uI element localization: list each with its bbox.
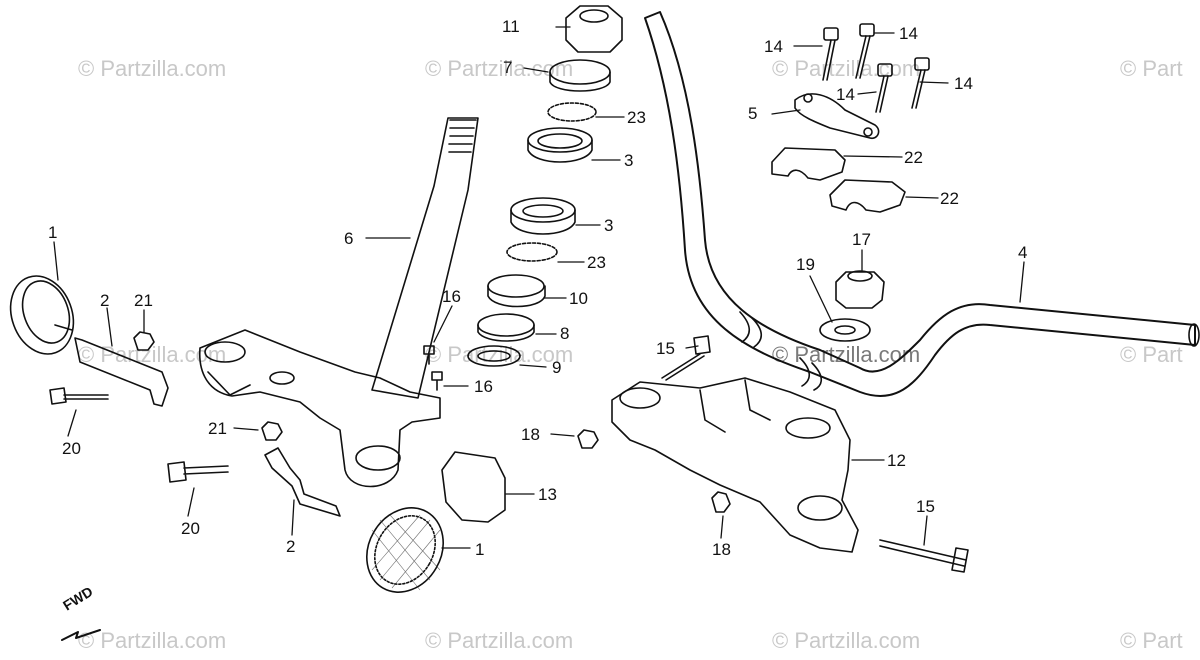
callout-14[interactable]: 14 xyxy=(764,37,783,56)
watermark: © Partzilla.com xyxy=(425,56,574,81)
steel-balls-upper xyxy=(547,102,597,122)
bottom-bridge xyxy=(198,329,441,488)
callout-16[interactable]: 16 xyxy=(442,287,461,306)
callout-4[interactable]: 4 xyxy=(1018,243,1028,262)
bolts-14 xyxy=(822,23,930,113)
callout-1[interactable]: 1 xyxy=(48,223,58,242)
bolt-15-lower xyxy=(879,539,969,573)
holder-plate xyxy=(794,93,880,140)
watermark: © Partzilla.com xyxy=(772,56,921,81)
callout-20[interactable]: 20 xyxy=(181,519,200,538)
callout-16[interactable]: 16 xyxy=(474,377,493,396)
reflector-left xyxy=(9,275,75,355)
callout-13[interactable]: 13 xyxy=(538,485,557,504)
watermark: © Part xyxy=(1120,56,1183,81)
bolt-16-upper xyxy=(423,345,435,365)
callout-17[interactable]: 17 xyxy=(852,230,871,249)
callout-14[interactable]: 14 xyxy=(899,24,918,43)
watermark: © Part xyxy=(1120,342,1183,367)
callout-12[interactable]: 12 xyxy=(887,451,906,470)
watermark: © Partzilla.com xyxy=(78,56,227,81)
nut-21-lower xyxy=(261,421,283,441)
callout-7[interactable]: 7 xyxy=(503,58,513,77)
upper-holder-2 xyxy=(829,179,906,213)
callout-15[interactable]: 15 xyxy=(656,339,675,358)
watermark: © Partzilla.com xyxy=(78,342,227,367)
leader-lines xyxy=(53,26,1025,549)
callout-1[interactable]: 1 xyxy=(475,540,485,559)
callout-2[interactable]: 2 xyxy=(100,291,110,310)
callout-20[interactable]: 20 xyxy=(62,439,81,458)
callout-18[interactable]: 18 xyxy=(712,540,731,559)
callout-10[interactable]: 10 xyxy=(569,289,588,308)
callout-19[interactable]: 19 xyxy=(796,255,815,274)
handlebar-clamp-bands xyxy=(739,311,823,391)
washer-9 xyxy=(467,345,521,367)
nut-21-left xyxy=(133,331,155,351)
ball-race-bottom-upper xyxy=(510,197,576,223)
bolt-20-left xyxy=(49,387,109,405)
washer xyxy=(819,318,871,342)
callout-2[interactable]: 2 xyxy=(286,537,296,556)
callout-9[interactable]: 9 xyxy=(552,358,562,377)
callout-3[interactable]: 3 xyxy=(604,216,614,235)
nut-18-lower xyxy=(711,491,731,513)
callout-14[interactable]: 14 xyxy=(954,74,973,93)
watermark: © Part xyxy=(1120,628,1183,653)
callout-23[interactable]: 23 xyxy=(587,253,606,272)
steel-balls-lower xyxy=(506,242,558,262)
callout-22[interactable]: 22 xyxy=(904,148,923,167)
bracket-lower xyxy=(264,447,341,517)
cap-nut xyxy=(835,271,885,309)
bolt-15-upper xyxy=(661,335,711,381)
top-bridge xyxy=(611,377,859,553)
bolt-20-lower xyxy=(167,461,229,483)
callout-23[interactable]: 23 xyxy=(627,108,646,127)
bracket-left xyxy=(74,337,169,407)
handlebar-end xyxy=(1188,323,1200,347)
watermark: © Partzilla.com xyxy=(78,628,227,653)
upper-holder-1 xyxy=(771,147,846,181)
dust-seal xyxy=(477,313,535,337)
callout-22[interactable]: 22 xyxy=(940,189,959,208)
nut-18-upper xyxy=(577,429,599,449)
callout-21[interactable]: 21 xyxy=(134,291,153,310)
callout-8[interactable]: 8 xyxy=(560,324,570,343)
callout-18[interactable]: 18 xyxy=(521,425,540,444)
top-thread-nut xyxy=(565,5,623,53)
callout-6[interactable]: 6 xyxy=(344,229,354,248)
handlebar xyxy=(644,11,1196,397)
callout-3[interactable]: 3 xyxy=(624,151,634,170)
reflector-holder xyxy=(441,451,506,523)
callout-15[interactable]: 15 xyxy=(916,497,935,516)
callout-5[interactable]: 5 xyxy=(748,104,758,123)
watermark: © Partzilla.com xyxy=(772,628,921,653)
bolt-16-lower xyxy=(431,371,443,391)
ball-race-lower xyxy=(487,274,545,298)
steering-stem xyxy=(371,117,479,399)
lock-nut xyxy=(549,59,611,85)
callout-21[interactable]: 21 xyxy=(208,419,227,438)
watermark: © Partzilla.com xyxy=(425,628,574,653)
callout-11[interactable]: 11 xyxy=(502,17,520,36)
callout-14[interactable]: 14 xyxy=(836,85,855,104)
fwd-arrow xyxy=(61,629,101,641)
